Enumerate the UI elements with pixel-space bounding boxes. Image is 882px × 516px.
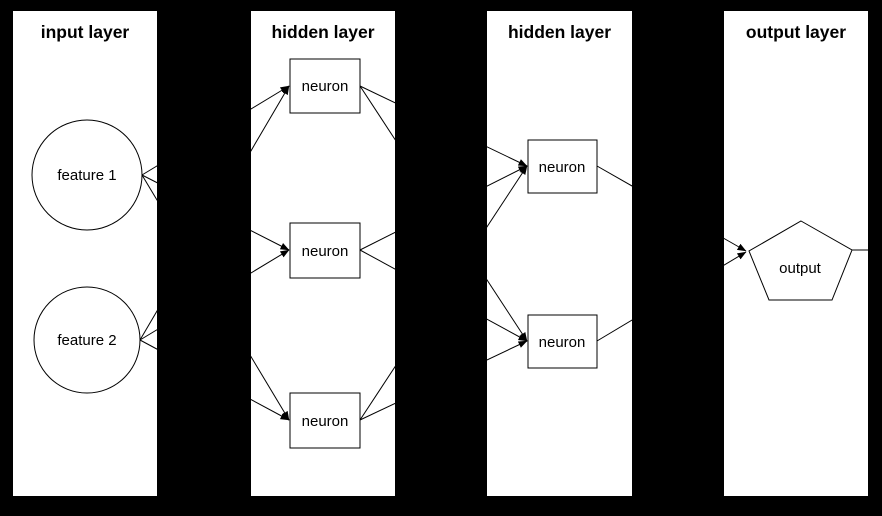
node-feature1-circle	[31, 119, 143, 231]
output-layer-title: output layer	[746, 22, 846, 42]
edge-feature1-h1n1	[141, 85, 290, 176]
edge-h1n3-h2n1	[359, 165, 528, 421]
node-h1n2-rect	[289, 222, 361, 279]
input-layer-title: input layer	[41, 22, 130, 42]
node-feature1-label: feature 1	[57, 167, 116, 184]
edge-h2n2-output	[596, 251, 747, 342]
node-output-pentagon	[748, 220, 853, 301]
panel-hidden-layer-2	[487, 11, 632, 496]
edge-h1n3-h2n2	[359, 340, 528, 421]
node-h1n3-label: neuron	[302, 413, 349, 430]
edge-feature2-h1n2	[139, 249, 290, 341]
hidden-layer-1-title: hidden layer	[271, 22, 374, 42]
node-h2n2-label: neuron	[539, 334, 586, 351]
edge-h1n1-h2n2	[359, 85, 528, 342]
edge-h1n2-h2n2	[359, 249, 528, 342]
hidden-layer-2-title: hidden layer	[508, 22, 611, 42]
node-h1n2-label: neuron	[302, 243, 349, 260]
node-h1n1-label: neuron	[302, 78, 349, 95]
node-h2n1-rect	[527, 139, 598, 194]
node-feature2-circle	[33, 286, 141, 394]
edge-h1n2-h2n1	[359, 165, 528, 251]
edge-h2n1-output	[596, 165, 747, 252]
node-h2n2-rect	[527, 314, 598, 369]
node-h1n1-rect	[289, 58, 361, 114]
edge-h1n1-h2n1	[359, 85, 528, 167]
edge-feature1-h1n3	[141, 174, 290, 421]
node-h2n1-label: neuron	[539, 159, 586, 176]
edge-feature2-h1n1	[139, 85, 290, 341]
node-h1n3-rect	[289, 392, 361, 449]
node-feature2-label: feature 2	[57, 332, 116, 349]
edge-feature1-h1n2	[141, 174, 290, 251]
node-output-label: output	[779, 260, 822, 277]
edge-feature2-h1n3	[139, 339, 290, 421]
panel-input-layer	[13, 11, 157, 496]
